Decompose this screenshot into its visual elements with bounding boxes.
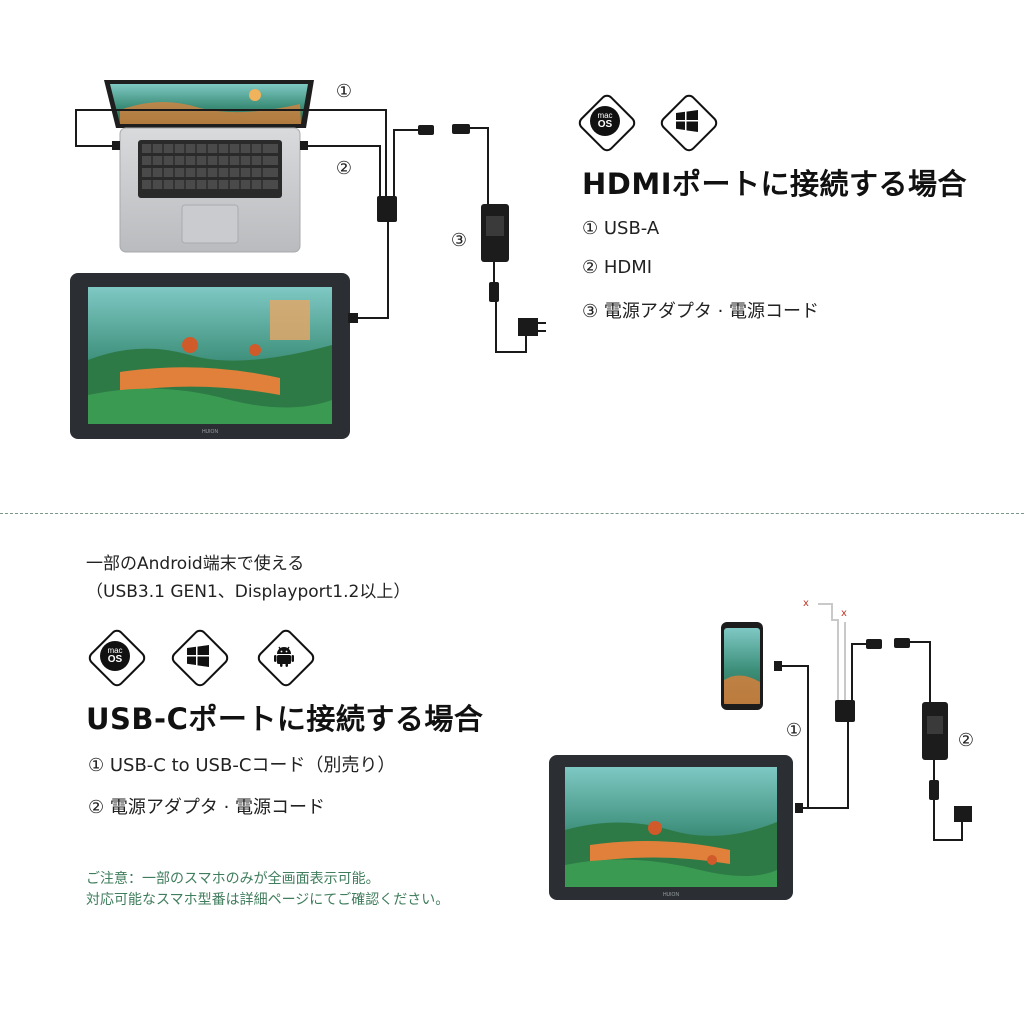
usbc-section-title: USB-Cポートに接続する場合 (86, 702, 484, 736)
section-divider (0, 513, 1024, 514)
pen-display-bottom: HUION (549, 755, 793, 900)
caution-note-detail: 対応可能なスマホ型番は詳細ページにてご確認ください。 (86, 892, 450, 908)
hdmi-item-hdmi: ② HDMI (582, 257, 653, 278)
callout-2-bottom: ② (958, 730, 974, 751)
windows-icon (657, 91, 721, 155)
android-note: 一部のAndroid端末で使える (86, 554, 305, 574)
power-plug-top (518, 318, 538, 336)
laptop-illustration (104, 80, 314, 253)
unused-mark: x (841, 608, 847, 619)
callout-2-top: ② (336, 158, 352, 179)
usbc-item-cable: ① USB-C to USB-Cコード（別売り） (88, 755, 396, 776)
android-icon (254, 626, 318, 690)
hdmi-section-title: HDMIポートに接続する場合 (582, 167, 967, 201)
hdmi-item-power: ③ 電源アダプタ · 電源コード (582, 301, 820, 322)
caution-note: ご注意：一部のスマホのみが全画面表示可能。 (86, 871, 380, 887)
power-plug-bottom (954, 806, 972, 822)
usbc-item-power: ② 電源アダプタ · 電源コード (88, 797, 326, 818)
unused-mark: x (803, 598, 809, 609)
hdmi-item-usb-a: ① USB-A (582, 218, 660, 239)
brand-logo: HUION (202, 429, 219, 435)
pen-display-top: HUION (70, 273, 350, 439)
callout-1-bottom: ① (786, 720, 802, 741)
android-requirements: （USB3.1 GEN1、Displayport1.2以上） (86, 582, 411, 602)
smartphone-illustration (721, 622, 763, 710)
callout-3-top: ③ (451, 230, 467, 251)
windows-icon (168, 626, 232, 690)
callout-1-top: ① (336, 81, 352, 102)
top-cables (75, 109, 527, 353)
svg-text:HUION: HUION (663, 892, 680, 898)
